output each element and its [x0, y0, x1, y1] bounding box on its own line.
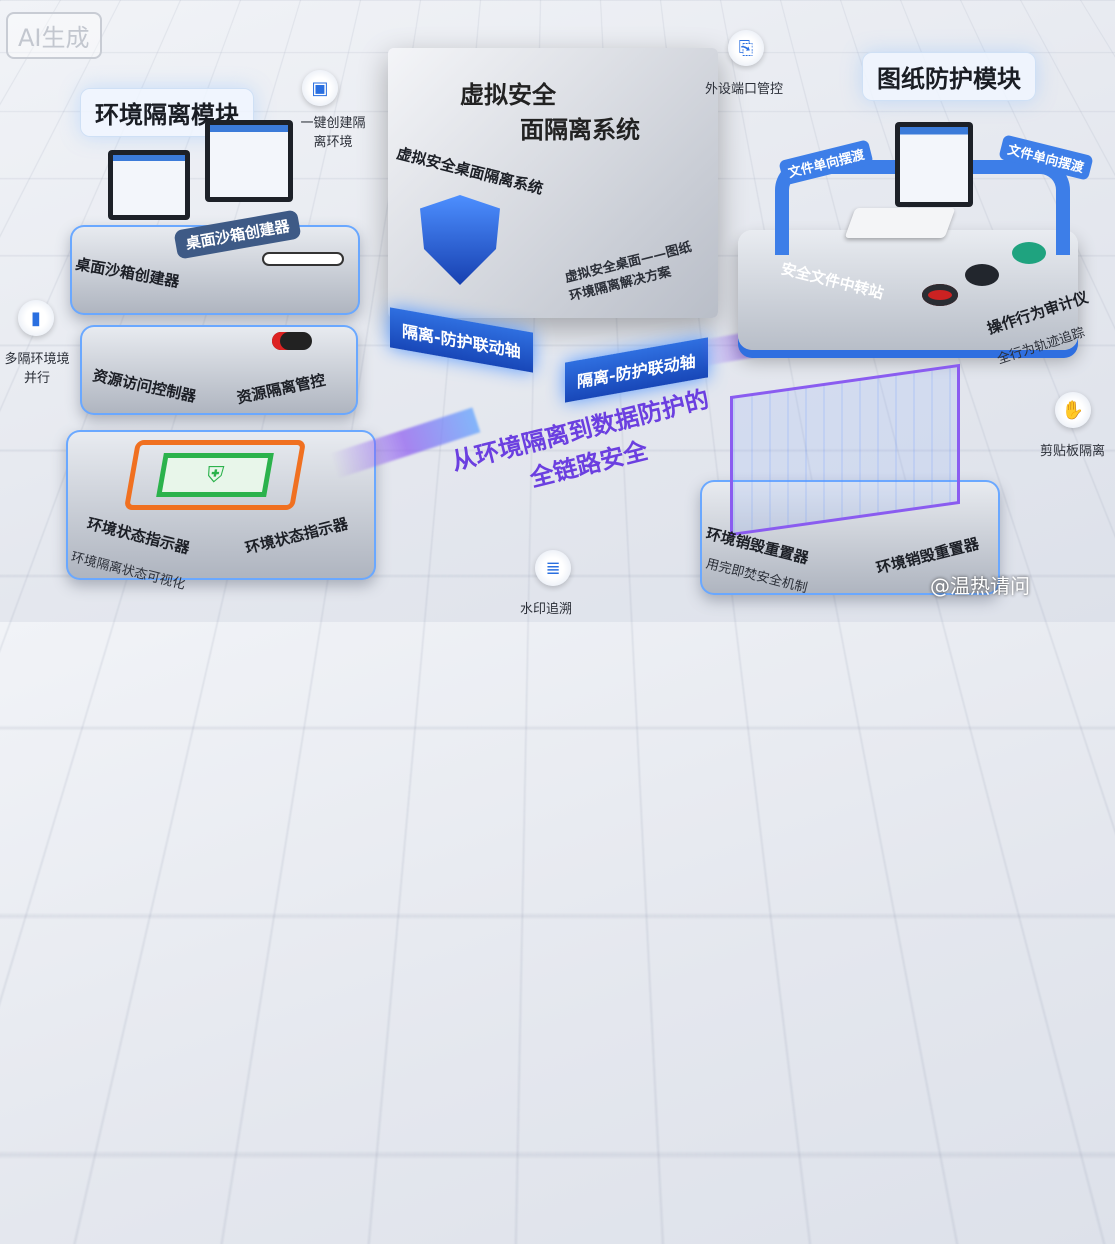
clipboard-icon: ✋: [1055, 392, 1091, 428]
alert-button[interactable]: [922, 284, 958, 306]
reset-platform: [700, 480, 1000, 595]
cube-top-title-2: 面隔离系统: [520, 116, 640, 144]
virtual-security-cube: [388, 48, 718, 318]
watermark-stack-icon: ≣: [535, 550, 571, 586]
env-module-title: 环境隔离模块: [80, 88, 254, 137]
monitor-right: [205, 120, 293, 202]
window-icon: ▣: [302, 70, 338, 106]
peripheral-port-label: 外设端口管控: [705, 82, 784, 97]
monitor-left: [108, 150, 190, 220]
green-button[interactable]: [1012, 242, 1046, 264]
sandbox-slider[interactable]: [262, 252, 344, 266]
clipboard-label: 剪贴板隔离: [1040, 444, 1106, 459]
watermark-trace-label: 水印追溯: [520, 602, 573, 617]
ai-generated-watermark: AI生成: [6, 12, 102, 59]
status-shield-icon: ⛨: [156, 453, 274, 497]
parallel-label: 多隔环境境并行: [4, 352, 70, 386]
audit-monitor: [895, 122, 973, 207]
status-indicator-frame: ⛨: [123, 440, 307, 510]
one-click-create-label: 一键创建隔离环境: [300, 116, 366, 150]
keyboard: [844, 208, 956, 238]
drawing-module-title: 图纸防护模块: [862, 52, 1036, 101]
resource-toggle[interactable]: [272, 332, 312, 350]
cube-top-title: 虚拟安全: [460, 81, 556, 109]
author-watermark: @温热请问: [930, 574, 1030, 598]
peripheral-port-icon: ⎘: [728, 30, 764, 66]
bar-chart-icon: ▮: [18, 300, 54, 336]
fan-button[interactable]: [965, 264, 999, 286]
